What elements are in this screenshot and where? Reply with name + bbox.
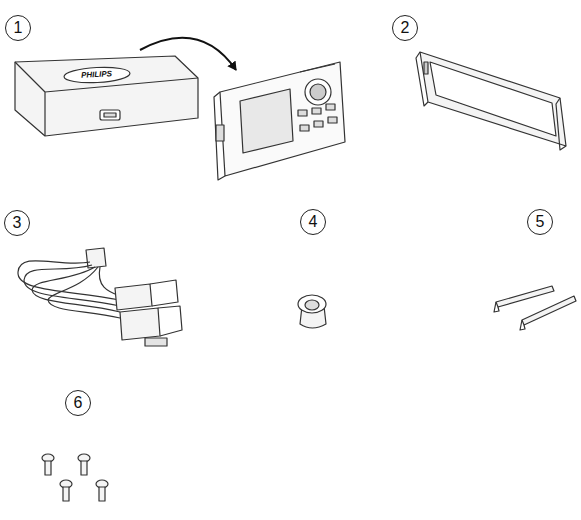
callout-number: 6 (74, 395, 83, 411)
wiring-harness (18, 248, 182, 346)
callout-number: 2 (401, 20, 410, 36)
rubber-bushing (298, 295, 326, 328)
callout-circle: 6 (65, 390, 91, 416)
brand-label: PHILIPS (81, 70, 113, 80)
callout-number: 5 (536, 214, 545, 230)
callout-circle: 1 (5, 15, 31, 41)
mounting-sleeve (15, 56, 198, 136)
callout-circle: 2 (392, 15, 418, 41)
callout-number: 1 (14, 20, 23, 36)
callout-circle: 4 (300, 209, 326, 235)
removal-keys (494, 286, 576, 330)
callout-circle: 3 (4, 210, 30, 236)
callout-number: 4 (309, 214, 318, 230)
radio-front-panel (214, 62, 345, 180)
screws (42, 454, 108, 501)
insert-arrow (140, 38, 236, 70)
trim-frame (416, 52, 566, 150)
callout-number: 3 (13, 215, 22, 231)
callout-circle: 5 (527, 209, 553, 235)
